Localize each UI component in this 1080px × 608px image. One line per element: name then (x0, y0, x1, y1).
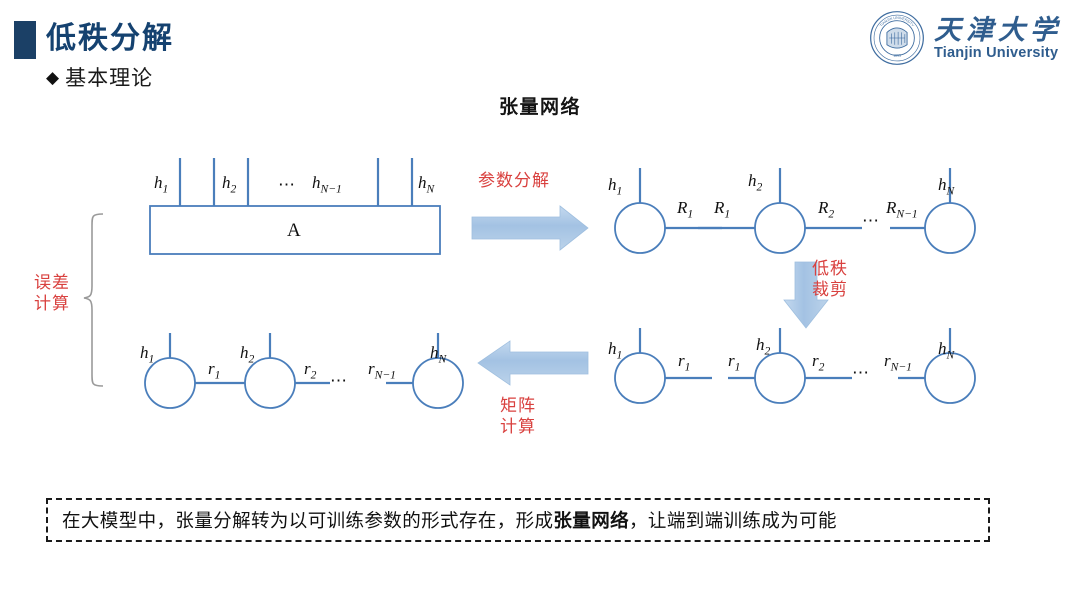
label-RN-1: RN−1 (886, 198, 918, 221)
label-h1-pruned: h1 (608, 339, 623, 362)
diagram-heading: 张量网络 (498, 97, 581, 118)
ellipsis-pruned: ⋯ (852, 363, 871, 382)
annotation-matrix-computation: 矩阵 计算 (500, 395, 536, 437)
logo-chinese-name: 天津大学 (934, 14, 1062, 45)
label-h2-pruned: h2 (756, 335, 771, 358)
label-R1-left: R1 (677, 198, 694, 221)
pruned-node-1 (614, 352, 666, 404)
chain-node-1 (144, 357, 196, 409)
ellipsis-chain: ⋯ (330, 371, 349, 390)
core-node-1 (614, 202, 666, 254)
annotation-parameter-decomposition: 参数分解 (478, 171, 550, 190)
annotation-matrix-line1: 矩阵 (500, 396, 536, 415)
annotation-low-rank-line2: 裁剪 (812, 280, 848, 299)
label-hn-panel-a: hN (418, 173, 435, 196)
label-hn-1-panel-a: hN−1 (312, 173, 342, 196)
error-bracket (83, 213, 104, 387)
label-hn-chain: hN (430, 343, 447, 366)
arrow-low-rank-pruning (783, 261, 829, 329)
annotation-low-rank-line1: 低秩 (812, 259, 848, 278)
summary-caption-text: 在大模型中，张量分解转为以可训练参数的形式存在，形成张量网络，让端到端训练成为可… (62, 507, 837, 533)
label-h2-chain: h2 (240, 343, 255, 366)
logo-wordmark: 天津大学 Tianjin University (934, 15, 1062, 62)
label-r1-chain: r1 (208, 359, 221, 382)
label-h2-decomposed: h2 (748, 171, 763, 194)
arrow-parameter-decomposition (471, 205, 589, 251)
caption-part-2: ，让端到端训练成为可能 (629, 510, 837, 531)
label-h2-panel-a: h2 (222, 173, 237, 196)
arrow-matrix-computation (477, 340, 589, 386)
label-r1-pruned-right: r1 (728, 351, 741, 374)
label-hn-pruned: hN (938, 339, 955, 362)
chain-node-n (412, 357, 464, 409)
annotation-error-computation: 误差 计算 (34, 272, 70, 314)
university-logo: 1895 TIANJIN UNIVERSITY 天津大学 Tianjin Uni… (869, 10, 1062, 66)
caption-emphasis: 张量网络 (553, 510, 630, 531)
annotation-low-rank-pruning: 低秩 裁剪 (812, 258, 848, 300)
label-r2-chain: r2 (304, 359, 317, 382)
label-rn-1-chain: rN−1 (368, 359, 396, 382)
label-rn-1-pruned: rN−1 (884, 351, 912, 374)
label-h1-panel-a: h1 (154, 173, 169, 196)
annotation-error-line2: 计算 (34, 294, 70, 313)
label-r1-pruned-left: r1 (678, 351, 691, 374)
panel-pruned-cores (614, 328, 976, 404)
label-r2-pruned: r2 (812, 351, 825, 374)
core-node-2 (754, 202, 806, 254)
panel-decomposed-cores (614, 168, 976, 254)
core-node-n (924, 202, 976, 254)
tensor-a-label: A (287, 220, 301, 241)
panel-tensor-a (149, 158, 441, 255)
ellipsis-decomposed: ⋯ (862, 211, 881, 230)
label-h1-chain: h1 (140, 343, 155, 366)
logo-english-name: Tianjin University (934, 44, 1059, 61)
chain-node-2 (244, 357, 296, 409)
label-h1-decomposed: h1 (608, 175, 623, 198)
panel-tensor-train-chain (144, 333, 464, 409)
annotation-error-line1: 误差 (34, 273, 70, 292)
annotation-matrix-line2: 计算 (500, 417, 536, 436)
slide-header: 低秩分解 ◆ 基本理论 1895 TIANJIN UNIVERSITY 天津大学… (0, 0, 1080, 90)
label-hn-decomposed: hN (938, 175, 955, 198)
svg-text:1895: 1895 (893, 54, 901, 58)
page-title: 低秩分解 (46, 22, 174, 55)
page-subtitle: 基本理论 (65, 67, 154, 90)
tianjin-university-seal-icon: 1895 TIANJIN UNIVERSITY (870, 11, 924, 65)
label-R2: R2 (818, 198, 835, 221)
caption-part-1: 在大模型中，张量分解转为以可训练参数的形式存在，形成 (62, 510, 554, 531)
subtitle-row: ◆ 基本理论 (46, 62, 153, 92)
pruned-node-2 (754, 352, 806, 404)
diamond-bullet-icon: ◆ (46, 67, 60, 87)
ellipsis-panel-a: ⋯ (278, 175, 297, 194)
tensor-a-box (149, 205, 441, 255)
label-R1-right: R1 (714, 198, 731, 221)
summary-caption-box: 在大模型中，张量分解转为以可训练参数的形式存在，形成张量网络，让端到端训练成为可… (46, 498, 990, 542)
title-accent-bar (14, 21, 36, 59)
